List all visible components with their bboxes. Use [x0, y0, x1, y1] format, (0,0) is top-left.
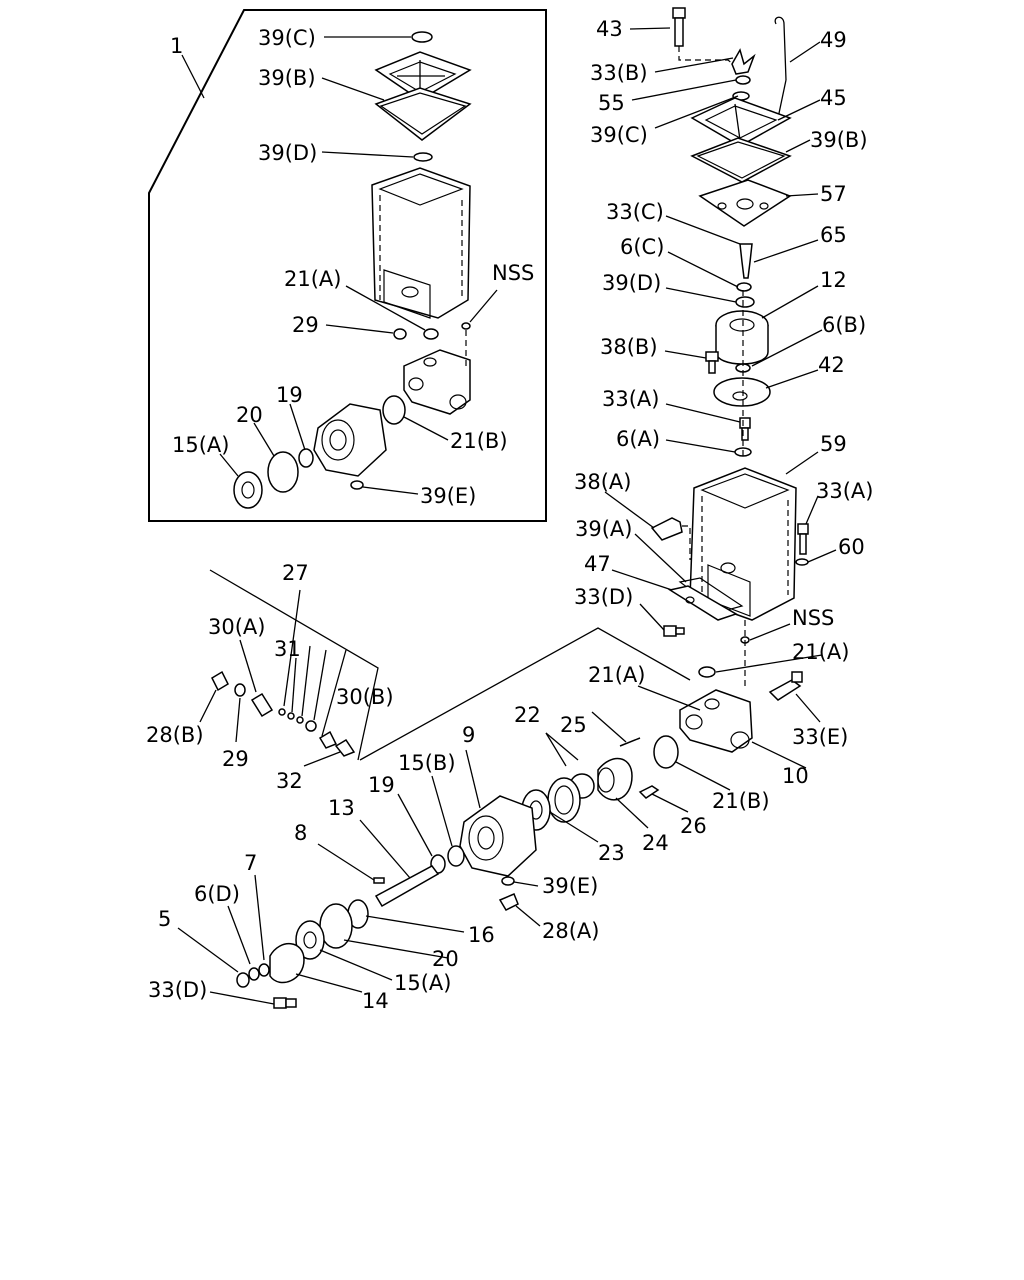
label-29: 29: [292, 313, 319, 337]
label-21B-lower: 21(B): [712, 789, 770, 813]
label-39B: 39(B): [258, 66, 316, 90]
label-15A-lower: 15(A): [394, 971, 451, 995]
label-8: 8: [294, 821, 307, 845]
reservoir-assembly-parts: [650, 7, 809, 690]
label-39D: 39(D): [258, 141, 317, 165]
label-55: 55: [598, 91, 625, 115]
label-31: 31: [274, 637, 301, 661]
label-39D-right: 39(D): [602, 271, 661, 295]
label-25: 25: [560, 713, 587, 737]
label-39C-right: 39(C): [590, 123, 648, 147]
label-22: 22: [514, 703, 541, 727]
label-47: 47: [584, 552, 611, 576]
label-20: 20: [236, 403, 263, 427]
label-27: 27: [282, 561, 309, 585]
label-30B: 30(B): [336, 685, 394, 709]
label-15B: 15(B): [398, 751, 456, 775]
assembly-1-parts: [233, 31, 472, 509]
label-28B: 28(B): [146, 723, 204, 747]
label-33A: 33(A): [602, 387, 659, 411]
label-39E-lower: 39(E): [542, 874, 598, 898]
label-10: 10: [782, 764, 809, 788]
pump-assembly-leaders: [177, 589, 823, 1005]
label-5: 5: [158, 907, 171, 931]
label-33D: 33(D): [574, 585, 633, 609]
label-21B: 21(B): [450, 429, 508, 453]
label-33B: 33(B): [590, 61, 648, 85]
label-59: 59: [820, 432, 847, 456]
label-60: 60: [838, 535, 865, 559]
label-38B: 38(B): [600, 335, 658, 359]
part-labels: 1 39(C) 39(B) 39(D) 21(A) NSS 29 19 20 1…: [146, 17, 873, 1013]
label-42: 42: [818, 353, 845, 377]
label-65: 65: [820, 223, 847, 247]
label-21A-lower: 21(A): [588, 663, 645, 687]
label-14: 14: [362, 989, 389, 1013]
label-33E: 33(E): [792, 725, 848, 749]
label-39E: 39(E): [420, 484, 476, 508]
label-39C: 39(C): [258, 26, 316, 50]
label-26: 26: [680, 814, 707, 838]
label-21A: 21(A): [284, 267, 341, 291]
label-20-lower: 20: [432, 947, 459, 971]
label-1: 1: [170, 34, 183, 58]
assembly-1-leaders: [219, 36, 498, 495]
label-39B-right: 39(B): [810, 128, 868, 152]
label-33A-right: 33(A): [816, 479, 873, 503]
label-7: 7: [244, 851, 257, 875]
label-33D-lower: 33(D): [148, 978, 207, 1002]
label-13: 13: [328, 796, 355, 820]
pump-assembly-parts: [209, 569, 803, 1009]
label-19: 19: [276, 383, 303, 407]
label-29-lower: 29: [222, 747, 249, 771]
label-45: 45: [820, 86, 847, 110]
label-33C: 33(C): [606, 200, 664, 224]
assembly-1-frame: [148, 9, 547, 522]
label-NSS: NSS: [492, 261, 534, 285]
label-6C: 6(C): [620, 235, 664, 259]
label-30A: 30(A): [208, 615, 265, 639]
label-57: 57: [820, 182, 847, 206]
label-49: 49: [820, 28, 847, 52]
label-6A: 6(A): [616, 427, 660, 451]
label-15A: 15(A): [172, 433, 229, 457]
label-9: 9: [462, 723, 475, 747]
label-23: 23: [598, 841, 625, 865]
label-6D: 6(D): [194, 882, 240, 906]
label-39A: 39(A): [575, 517, 632, 541]
label-43: 43: [596, 17, 623, 41]
label-6B: 6(B): [822, 313, 866, 337]
label-NSS-right: NSS: [792, 606, 834, 630]
label-24: 24: [642, 831, 669, 855]
label-38A: 38(A): [574, 470, 631, 494]
label-32: 32: [276, 769, 303, 793]
label-16: 16: [468, 923, 495, 947]
label-19-lower: 19: [368, 773, 395, 797]
label-12: 12: [820, 268, 847, 292]
reservoir-assembly-leaders: [604, 27, 837, 641]
label-21A-right: 21(A): [792, 640, 849, 664]
label-28A: 28(A): [542, 919, 599, 943]
